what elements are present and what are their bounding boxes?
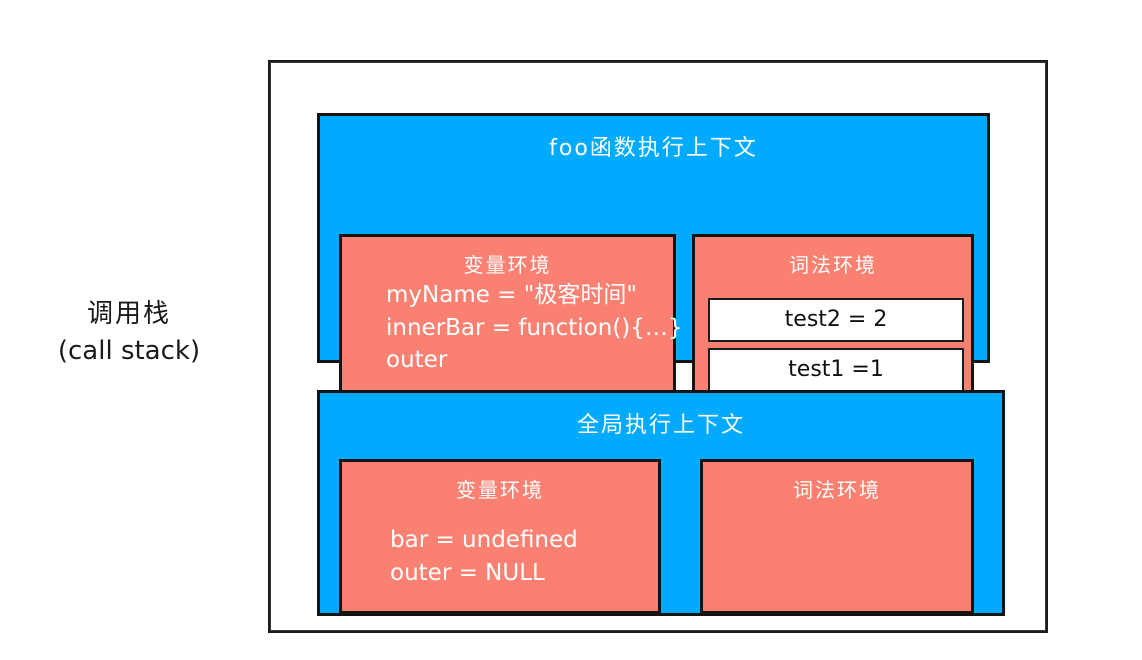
foo-variable-environment: 变量环境 myName = "极客时间" innerBar = function… [339,234,683,400]
foo-var-line-myname: myName = "极客时间" [386,282,637,308]
global-lexical-environment-title: 词法环境 [793,478,881,502]
lexical-binding-test1: test1 =1 [708,348,964,392]
foo-var-line-outer: outer [386,347,448,374]
global-lexical-environment: 词法环境 [700,459,974,614]
global-var-line-outer: outer = NULL [390,559,545,586]
execution-context-global: 全局执行上下文 变量环境 bar = undefined outer = NUL… [317,390,1005,616]
execution-context-foo: foo函数执行上下文 变量环境 myName = "极客时间" innerBar… [317,113,990,400]
call-stack-caption-en: (call stack) [57,335,201,366]
global-variable-environment-title: 变量环境 [456,478,544,502]
call-stack-caption-cn: 调用栈 [86,299,171,329]
call-stack-caption: 调用栈 (call stack) [0,296,258,370]
call-stack-frame: foo函数执行上下文 变量环境 myName = "极客时间" innerBar… [268,60,1048,633]
global-var-line-bar: bar = undefined [390,527,578,553]
foo-lexical-environment: 词法环境 test2 = 2 test1 =1 [692,234,974,400]
foo-variable-environment-lines: myName = "极客时间" innerBar = function(){…}… [386,279,683,377]
execution-context-foo-title: foo函数执行上下文 [549,136,758,161]
foo-lexical-environment-title: 词法环境 [789,253,877,277]
global-variable-environment: 变量环境 bar = undefined outer = NULL [339,459,661,614]
lexical-binding-test2: test2 = 2 [708,298,964,342]
global-variable-environment-lines: bar = undefined outer = NULL [390,524,652,589]
foo-variable-environment-title: 变量环境 [463,253,552,277]
execution-context-global-title: 全局执行上下文 [576,413,745,438]
foo-var-line-innerbar: innerBar = function(){…} [386,314,683,341]
